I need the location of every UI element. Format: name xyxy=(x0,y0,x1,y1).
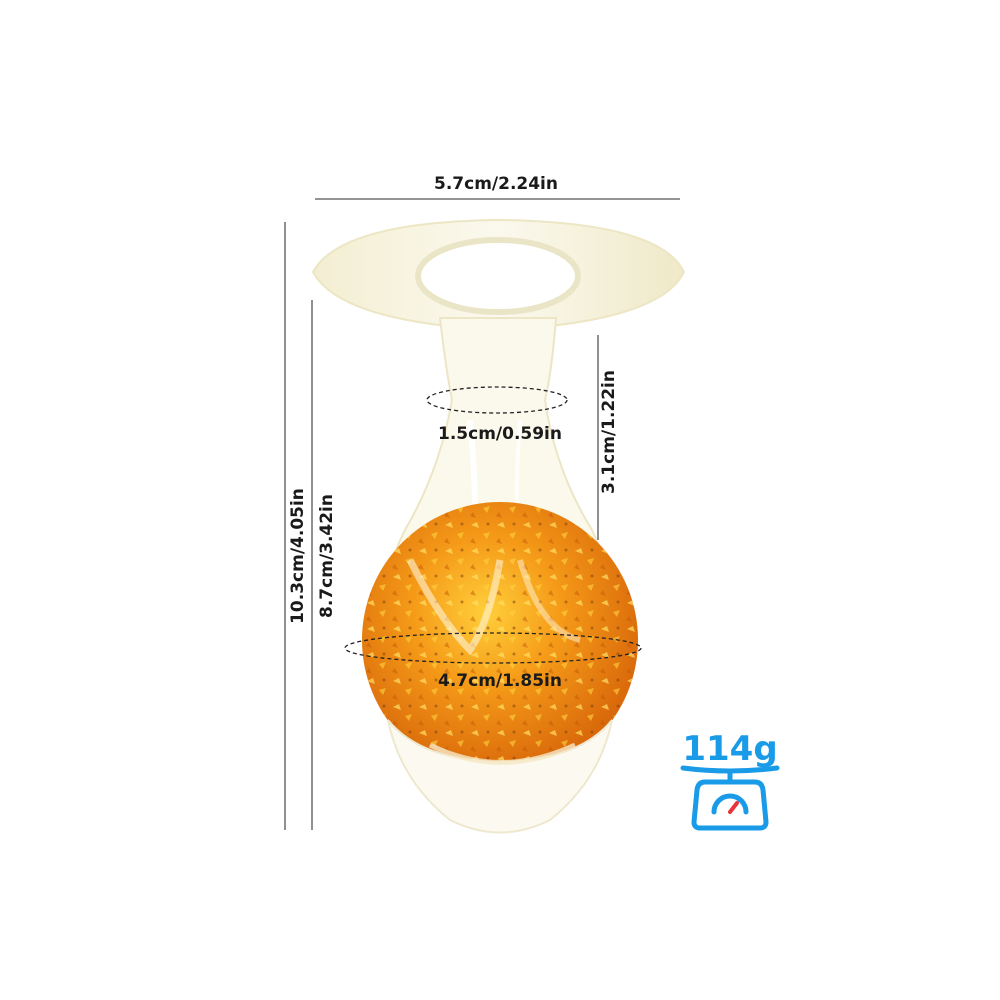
bulb-diameter-label: 4.7cm/1.85in xyxy=(438,671,562,691)
insertable-length-label: 8.7cm/3.42in xyxy=(317,494,337,618)
neck-diameter-label: 1.5cm/0.59in xyxy=(438,424,562,444)
neck-diameter-ring xyxy=(426,386,568,414)
scale-icon xyxy=(680,765,780,831)
total-length-label: 10.3cm/4.05in xyxy=(288,488,308,624)
weight-badge: 114g xyxy=(680,729,780,831)
base-ring-hole xyxy=(415,237,581,315)
neck-length-label: 3.1cm/1.22in xyxy=(599,370,619,494)
top-width-label: 5.7cm/2.24in xyxy=(434,174,558,194)
product-illustration xyxy=(311,218,686,834)
bulb-diameter-ring xyxy=(344,632,642,664)
dimension-lines xyxy=(284,198,680,830)
weight-value: 114g xyxy=(682,729,777,769)
